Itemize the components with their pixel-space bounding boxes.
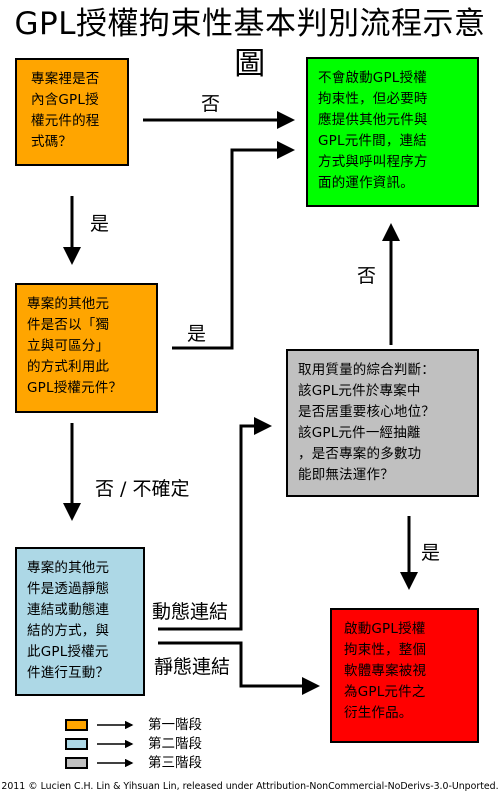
result-no-copyleft: 不會啟動GPL授權 拘束性，但必要時 應提供其他元件與 GPL元件間，連結 方式… [306, 57, 479, 207]
arrow-dynamic [158, 417, 272, 631]
result-copyleft: 啟動GPL授權 拘束性，整個 軟體專案被視 為GPL元件之 衍生作品。 [330, 608, 479, 743]
legend-label-stage-1: 第一階段 [148, 717, 202, 733]
legend-label-stage-2: 第二階段 [148, 736, 202, 752]
question-independent-use: 專案的其他元 件是否以「獨 立與可區分」 的方式利用此 GPL授權元件？ [15, 283, 158, 413]
question-contains-gpl: 專案裡是否 內含GPL授 權元件的程 式碼？ [15, 58, 129, 166]
question-quality-judgment: 取用質量的綜合判斷： 該GPL元件於專案中 是否居重要核心地位？ 該GPL元件一… [286, 349, 479, 497]
label-quality-no: 否 [357, 265, 377, 287]
question-static-dynamic-link: 專案的其他元 件是透過靜態 連結或動態連 結的方式，與 此GPL授權元 件進行互… [15, 547, 145, 696]
label-q1-no: 否 [201, 93, 221, 115]
legend-swatch-stage-1 [65, 719, 88, 731]
label-quality-yes: 是 [421, 542, 441, 564]
label-q2-yes: 是 [187, 323, 207, 345]
label-q1-yes: 是 [90, 213, 110, 235]
copyright-footer: 2011 © Lucien C.H. Lin & Yihsuan Lin, re… [1, 781, 499, 792]
legend-label-stage-3: 第三階段 [148, 755, 202, 771]
arrow-q2-yes [172, 141, 295, 350]
label-static-link: 靜態連結 [154, 656, 231, 678]
legend-swatch-stage-3 [65, 757, 88, 769]
arrow-static [158, 641, 320, 695]
page-title: GPL授權拘束性基本判別流程示意圖 [14, 6, 486, 82]
label-q2-no-unsure: 否 / 不確定 [95, 478, 190, 500]
legend-swatch-stage-2 [65, 738, 88, 750]
label-dynamic-link: 動態連結 [152, 601, 229, 623]
